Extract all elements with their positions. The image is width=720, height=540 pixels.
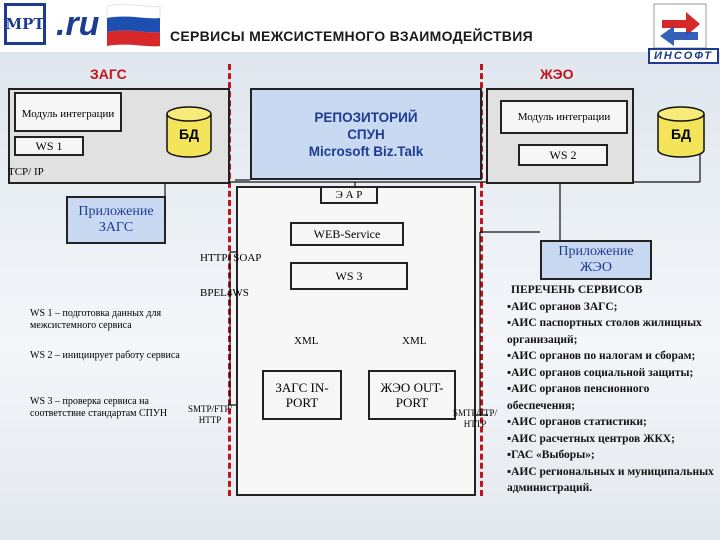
eap-label: Э А Р xyxy=(335,189,363,201)
services-list: ПЕРЕЧЕНЬ СЕРВИСОВ ▪АИС органов ЗАГС; ▪АИ… xyxy=(507,282,719,497)
service-item-elections: ▪ГАС «Выборы»; xyxy=(507,449,595,461)
ru-flag-logo xyxy=(106,4,161,47)
ws1-label: WS 1 xyxy=(35,138,63,153)
insoft-logo-icon xyxy=(653,3,707,49)
repository-name: СПУН xyxy=(347,126,385,142)
note-ws2: WS 2 – инициирует работу сервиса xyxy=(30,350,180,361)
bpel-label: BPEL4WS xyxy=(200,287,249,299)
note-ws1: WS 1 – подготовка данных для межсистемно… xyxy=(30,308,162,331)
http-soap-label: HTTP/ SOAP xyxy=(200,252,262,264)
zags-db-icon xyxy=(166,106,212,158)
ws3-box[interactable]: WS 3 xyxy=(290,262,408,290)
web-service-box[interactable]: WEB-Service xyxy=(290,222,404,246)
zags-app-label: Приложение ЗАГС xyxy=(78,204,154,235)
service-item-passport: ▪АИС паспортных столов жилищных организа… xyxy=(507,317,702,346)
jeo-db-label: БД xyxy=(670,126,692,142)
zags-in-port-label: ЗАГС IN-PORT xyxy=(275,380,329,410)
zags-module-box[interactable]: Модуль интеграции xyxy=(14,92,122,132)
web-service-label: WEB-Service xyxy=(313,226,381,241)
mrt-logo-text: МРТ xyxy=(5,15,45,33)
service-item-zhkh: ▪АИС расчетных центров ЖКХ; xyxy=(507,432,675,445)
ws2-label: WS 2 xyxy=(549,147,577,162)
ws3-label: WS 3 xyxy=(335,268,363,283)
zags-module-label: Модуль интеграции xyxy=(21,107,115,120)
tcpip-label: TCP/ IP xyxy=(8,166,44,178)
jeo-out-port-box[interactable]: ЖЭО OUT-PORT xyxy=(368,370,456,420)
repository-box[interactable]: РЕПОЗИТОРИЙ СПУН Microsoft Biz.Talk xyxy=(250,88,482,180)
xml-left-label: XML xyxy=(294,335,319,347)
zone-label-jeo: ЖЭО xyxy=(540,66,574,82)
jeo-app-label: Приложение ЖЭО xyxy=(558,244,634,275)
repository-platform: Microsoft Biz.Talk xyxy=(308,143,424,159)
eap-box[interactable]: Э А Р xyxy=(320,186,378,204)
zags-app-box[interactable]: Приложение ЗАГС xyxy=(66,196,166,244)
page-title: СЕРВИСЫ МЕЖСИСТЕМНОГО ВЗАИМОДЕЙСТВИЯ xyxy=(170,28,533,44)
service-item-tax: ▪АИС органов по налогам и сборам; xyxy=(507,350,696,362)
service-item-pension: ▪АИС органов пенсионного обеспечения; xyxy=(507,383,650,412)
jeo-module-label: Модуль интеграции xyxy=(517,111,611,123)
mrt-logo: МРТ xyxy=(4,3,46,45)
zone-label-zags: ЗАГС xyxy=(90,66,127,82)
service-item-social: ▪АИС органов социальной защиты; xyxy=(507,366,694,379)
zags-in-port-box[interactable]: ЗАГС IN-PORT xyxy=(262,370,342,420)
jeo-app-box[interactable]: Приложение ЖЭО xyxy=(540,240,652,280)
jeo-module-box[interactable]: Модуль интеграции xyxy=(500,100,628,134)
service-item-zags: ▪АИС органов ЗАГС; xyxy=(507,300,618,313)
xml-right-label: XML xyxy=(402,335,427,347)
services-heading: ПЕРЕЧЕНЬ СЕРВИСОВ xyxy=(511,284,643,296)
ru-logo-text: .ru xyxy=(56,5,100,43)
smtp-right-label: SMTP/FTP/ HTTP xyxy=(452,408,498,429)
repository-text: РЕПОЗИТОРИЙ СПУН Microsoft Biz.Talk xyxy=(252,90,480,178)
service-item-admin: ▪АИС региональных и муниципальных админи… xyxy=(507,465,714,495)
ws2-box[interactable]: WS 2 xyxy=(518,144,608,166)
repository-title: РЕПОЗИТОРИЙ xyxy=(314,109,418,125)
insoft-logo-text: ИНСОФТ xyxy=(648,48,719,64)
smtp-left-label: SMTP/FTP/ HTTP xyxy=(187,404,233,425)
jeo-out-port-label: ЖЭО OUT-PORT xyxy=(380,380,444,410)
service-item-statistics: ▪АИС органов статистики; xyxy=(507,416,647,428)
note-ws3: WS 3 – проверка сервиса на соответствие … xyxy=(30,396,168,419)
zags-db-label: БД xyxy=(178,126,200,142)
zone-divider-right xyxy=(480,64,483,496)
jeo-db-icon xyxy=(657,106,705,158)
ws1-box[interactable]: WS 1 xyxy=(14,136,84,156)
